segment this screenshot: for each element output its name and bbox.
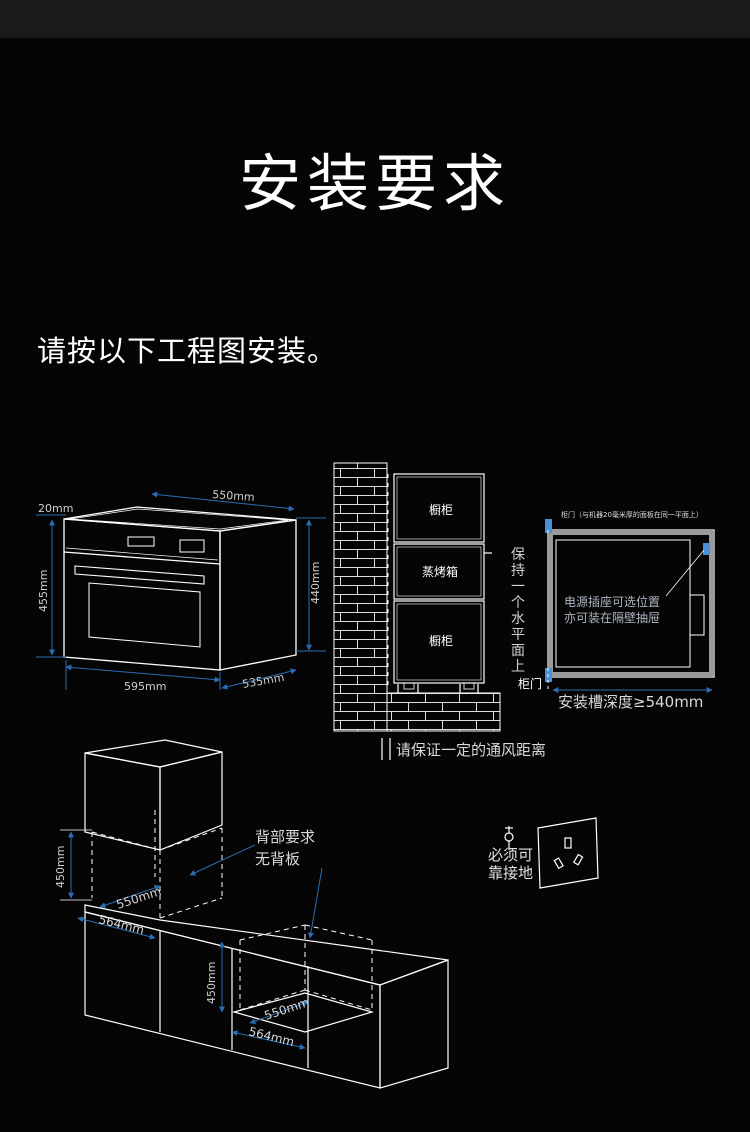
door-flush-note: 柜门（与机器20毫米厚的面板在同一平面上） [561, 510, 703, 519]
back-requirement-1: 背部要求 [255, 828, 315, 846]
socket-note-2: 亦可装在隔壁抽屉 [564, 610, 660, 625]
dim-side-height: 440mm [309, 562, 322, 604]
svg-text:一: 一 [511, 579, 525, 595]
level-note: 保 持 一 个 水 平 面 上 [511, 547, 525, 675]
cabinet-top-label: 橱柜 [429, 503, 453, 517]
dim-side-depth: 535mm [241, 671, 285, 691]
top-bar [0, 0, 750, 38]
svg-text:面: 面 [511, 643, 525, 659]
dim-width: 595mm [124, 680, 166, 693]
oven-drawing [63, 506, 297, 671]
page-subtitle: 请按以下工程图安装。 [37, 334, 338, 368]
back-requirement-2: 无背板 [255, 850, 300, 868]
side-view [545, 519, 715, 693]
cabinet-bottom-label: 橱柜 [429, 634, 453, 648]
dim-top-depth: 550mm [212, 488, 255, 504]
svg-text:个: 个 [511, 595, 525, 611]
dim-front-height: 455mm [37, 570, 50, 612]
install-depth-2: 550mm [263, 995, 311, 1023]
oven-dimension-lines [36, 491, 326, 690]
dim-top-offset: 20mm [38, 502, 73, 515]
install-width-2: 564mm [247, 1024, 295, 1049]
svg-text:平: 平 [511, 627, 525, 643]
door-label: 柜门 [518, 676, 542, 691]
install-height-2: 450mm [205, 962, 218, 1004]
page-title: 安装要求 [238, 147, 511, 220]
svg-text:持: 持 [511, 563, 525, 579]
grounding-note-2: 靠接地 [488, 864, 533, 882]
install-height-1: 450mm [54, 846, 67, 888]
level-note-char: 上 [511, 659, 525, 675]
svg-text:水: 水 [511, 611, 525, 627]
cabinet-stack [381, 473, 492, 760]
svg-text:保: 保 [511, 547, 525, 563]
grounding-note-1: 必须可 [488, 846, 533, 864]
grounded-socket-icon [504, 817, 599, 889]
depth-note: 安装槽深度≥540mm [558, 693, 703, 711]
ventilation-note: 请保证一定的通风距离 [396, 741, 546, 759]
socket-note-1: 电源插座可选位置 [564, 594, 660, 609]
install-dimension-lines [60, 829, 323, 1050]
steam-oven-label: 蒸烤箱 [422, 564, 458, 579]
brick-wall [333, 462, 501, 732]
install-depth-1: 550mm [115, 884, 163, 912]
